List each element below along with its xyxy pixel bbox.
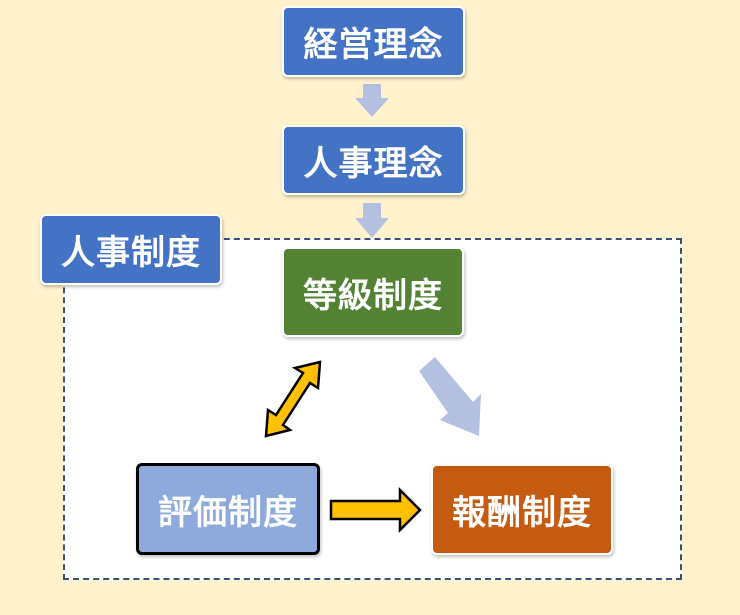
arrow-tokyu-to-hoshu [419, 357, 481, 436]
node-hoshu-seido: 報酬制度 [431, 464, 613, 555]
arrow-hyoka-to-hoshu [329, 486, 422, 534]
double-arrow-tokyu-hyoka [264, 360, 322, 438]
node-jinji-rinen: 人事理念 [282, 125, 465, 195]
node-hyoka-seido: 評価制度 [136, 463, 320, 555]
arrow-jinji-rinen-to-seido [355, 203, 389, 238]
arrow-keiei-to-jinji-rinen [355, 84, 389, 117]
node-keiei-rinen: 経営理念 [282, 6, 465, 77]
node-jinji-seido-label: 人事制度 [40, 214, 222, 285]
node-tokyu-seido: 等級制度 [282, 247, 464, 337]
